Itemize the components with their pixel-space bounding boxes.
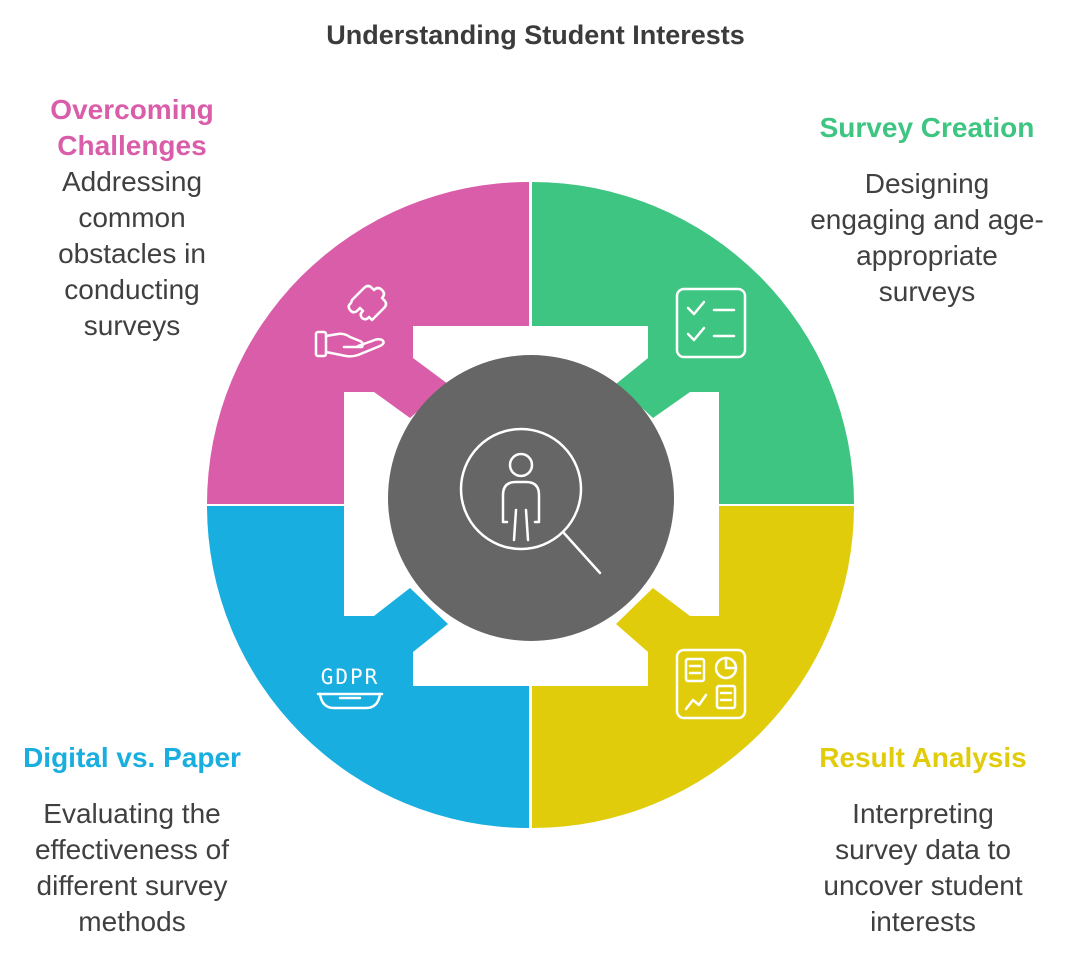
text-block-survey-creation: Survey Creation Designing engaging and a… — [800, 110, 1054, 310]
description-result-analysis: Interpreting survey data to uncover stud… — [806, 796, 1040, 940]
description-line: surveys — [83, 310, 181, 341]
heading-digital-vs-paper: Digital vs. Paper — [23, 742, 241, 773]
hand-puzzle-icon — [314, 284, 388, 358]
description-line: Interpreting — [852, 798, 994, 829]
checklist-icon — [675, 287, 747, 359]
description-line: uncover student — [823, 870, 1023, 901]
segment-survey-creation — [532, 182, 854, 504]
heading-overcoming-challenges: Overcoming Challenges — [20, 92, 244, 164]
gdpr-icon: GDPR — [316, 665, 384, 710]
heading-line: Overcoming — [50, 94, 214, 125]
description-line: obstacles in — [58, 238, 206, 269]
description-line: appropriate — [856, 240, 998, 271]
description-line: Addressing — [61, 166, 203, 197]
heading-result-analysis: Result Analysis — [819, 742, 1027, 773]
description-line: conducting — [64, 274, 200, 305]
description-line: engaging and age- — [810, 204, 1044, 235]
person-magnifier-icon — [459, 427, 602, 575]
description-line: Designing — [864, 168, 990, 199]
description-digital-vs-paper: Evaluating the effectiveness of differen… — [10, 796, 254, 940]
description-line: surveys — [878, 276, 976, 307]
diagram-title: Understanding Student Interests — [326, 20, 745, 50]
description-line: Evaluating the — [43, 798, 221, 829]
description-survey-creation: Designing engaging and age- appropriate … — [800, 166, 1054, 310]
description-line: different survey — [36, 870, 228, 901]
heading-line: Challenges — [57, 130, 207, 161]
description-line: effectiveness of — [34, 834, 230, 865]
text-block-result-analysis: Result Analysis Interpreting survey data… — [806, 740, 1040, 940]
text-block-digital-vs-paper: Digital vs. Paper Evaluating the effecti… — [10, 740, 254, 940]
description-line: common — [78, 202, 186, 233]
text-block-overcoming-challenges: Overcoming Challenges Addressing common … — [20, 92, 244, 344]
segment-digital-vs-paper — [207, 506, 529, 828]
dashboard-report-icon — [675, 648, 747, 720]
description-line: interests — [870, 906, 976, 937]
heading-survey-creation: Survey Creation — [819, 112, 1035, 143]
description-line: survey data to — [835, 834, 1011, 865]
center-circle — [388, 355, 674, 641]
description-line: methods — [78, 906, 186, 937]
description-overcoming-challenges: Addressing common obstacles in conductin… — [20, 164, 244, 344]
svg-text:GDPR: GDPR — [321, 665, 380, 689]
